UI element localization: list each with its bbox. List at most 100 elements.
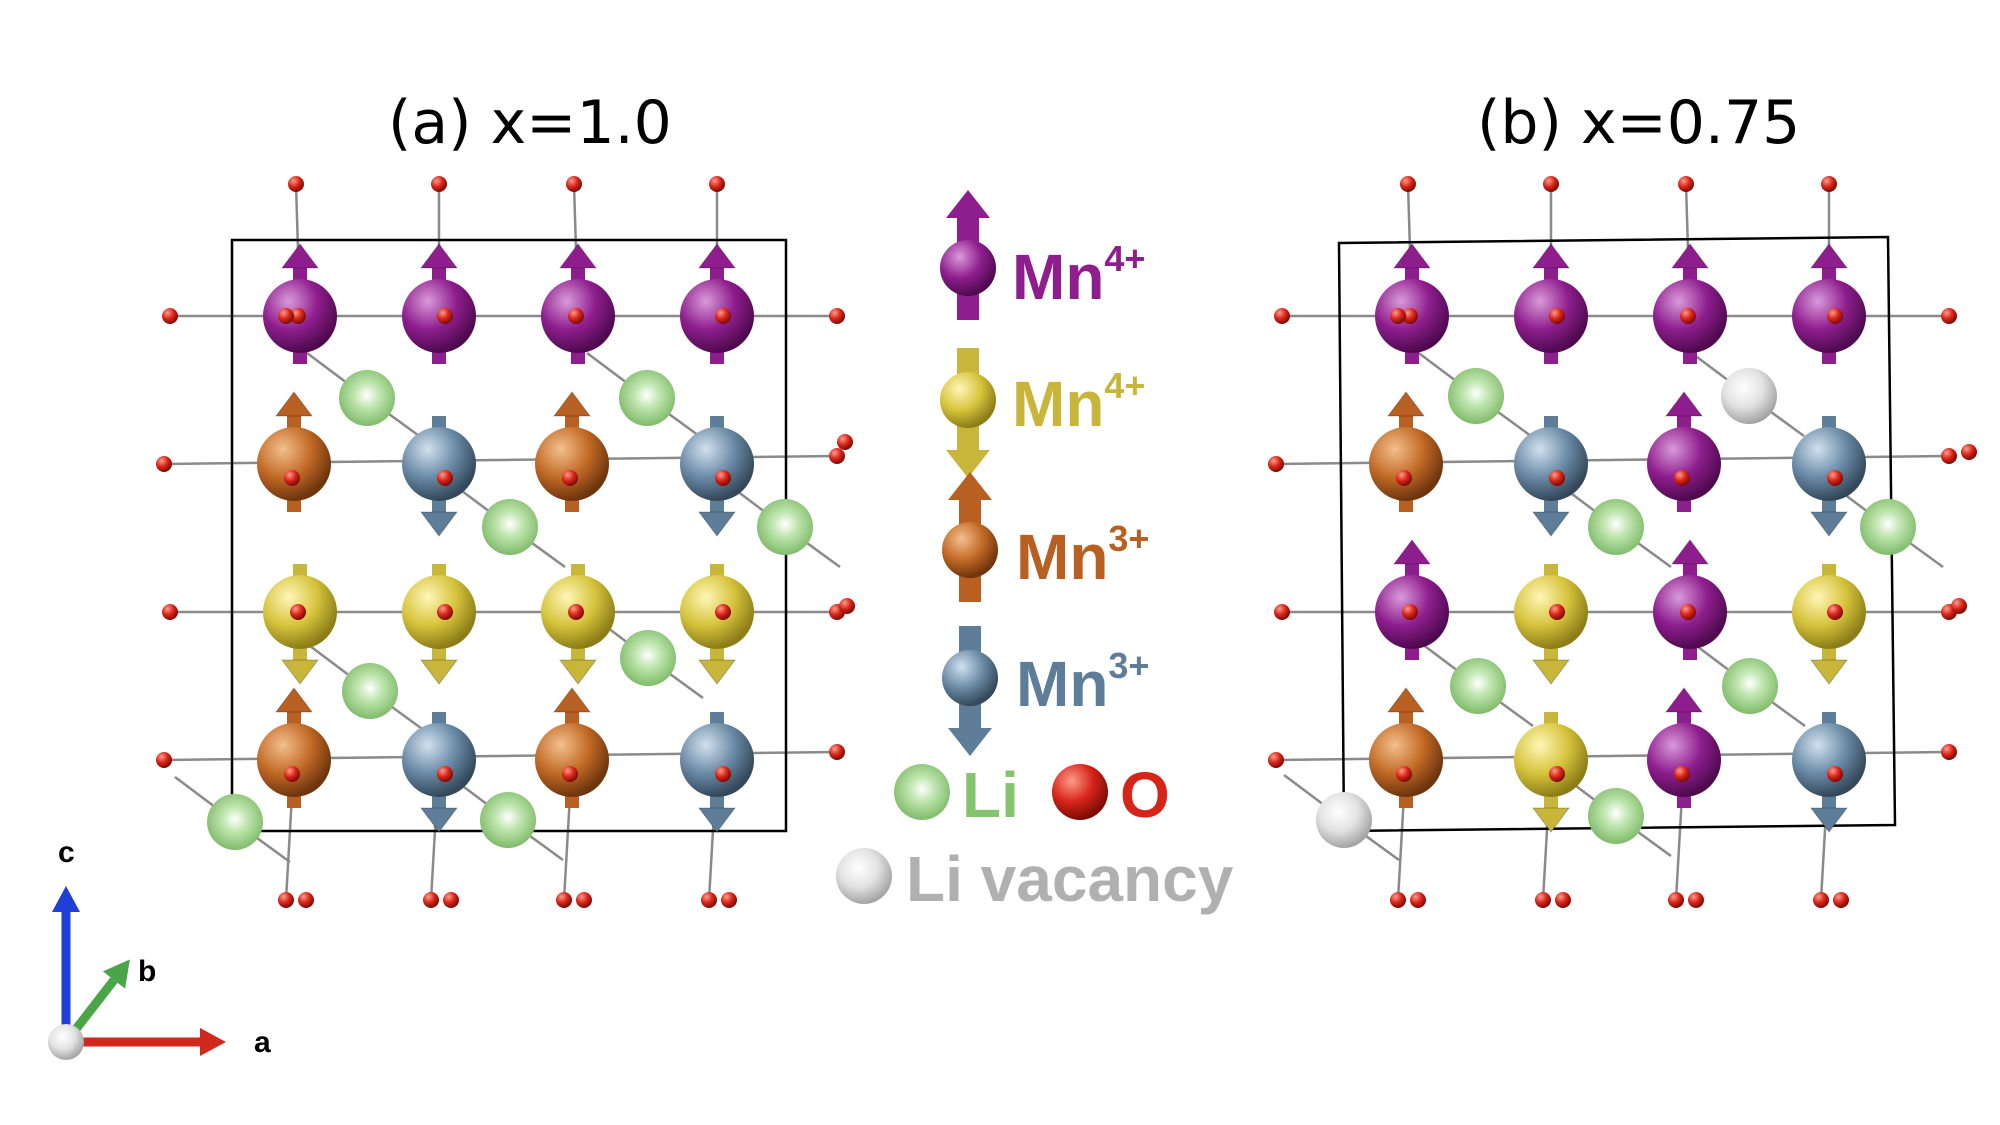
o-atom xyxy=(162,604,178,620)
o-atom xyxy=(1941,744,1957,760)
li-atom xyxy=(339,370,395,426)
arrow-head xyxy=(559,243,597,269)
arrow-head xyxy=(281,243,319,269)
arrow-head xyxy=(1393,243,1431,269)
o-atom xyxy=(715,470,731,486)
arrow-head xyxy=(1810,807,1848,833)
mn-sphere xyxy=(402,723,476,797)
axis-a-label: a xyxy=(254,1026,271,1059)
arrow-head xyxy=(1387,391,1425,417)
mn-atom-mn4-down xyxy=(263,564,337,685)
o-atom xyxy=(437,470,453,486)
o-atom xyxy=(1268,456,1284,472)
legend-mn4-up-label: Mn4+ xyxy=(1012,238,1146,313)
mn-atom-mn3-up xyxy=(257,391,331,512)
o-atom xyxy=(721,892,737,908)
o-atom xyxy=(288,176,304,192)
arrow-head xyxy=(1810,243,1848,269)
o-atom xyxy=(1941,448,1957,464)
mn-atom-mn4-down xyxy=(541,564,615,685)
o-atom xyxy=(1555,892,1571,908)
arrow-head xyxy=(1532,659,1570,685)
li-atom xyxy=(480,792,536,848)
mn-atom-mn4-up xyxy=(1514,243,1588,364)
o-atom xyxy=(1396,470,1412,486)
li-atom xyxy=(757,499,813,555)
arrow-head xyxy=(1532,807,1570,833)
mn-sphere xyxy=(1514,723,1588,797)
o-atom xyxy=(1400,176,1416,192)
arrow-head xyxy=(1532,243,1570,269)
atoms-layer xyxy=(156,176,1977,908)
arrow-head xyxy=(698,659,736,685)
o-atom xyxy=(1549,766,1565,782)
o-atom xyxy=(284,766,300,782)
mn-atom-mn4-up xyxy=(1375,539,1449,660)
mn-atom-mn3-down xyxy=(680,416,754,537)
o-atom xyxy=(839,598,855,614)
o-atom xyxy=(1668,892,1684,908)
mn-atom-mn3-up xyxy=(535,391,609,512)
o-atom xyxy=(568,308,584,324)
legend-o-symbol xyxy=(1052,764,1108,820)
axis-b-label: b xyxy=(138,955,157,988)
mn-atom-mn3-down xyxy=(1792,712,1866,833)
mn-sphere xyxy=(1792,723,1866,797)
o-atom xyxy=(437,308,453,324)
mn-sphere xyxy=(1369,427,1443,501)
o-atom xyxy=(423,892,439,908)
legend-vacancy-symbol xyxy=(836,848,892,904)
o-atom xyxy=(1390,892,1406,908)
arrow-head xyxy=(948,472,992,500)
o-atom xyxy=(437,604,453,620)
o-atom xyxy=(1688,892,1704,908)
mn-atom-mn4-up xyxy=(1375,243,1449,364)
mn-atom-mn3-down xyxy=(402,712,476,833)
o-atom xyxy=(715,308,731,324)
o-atom xyxy=(1674,470,1690,486)
mn-atom-mn3-down xyxy=(1514,416,1588,537)
arrow-head xyxy=(946,450,990,478)
o-atom xyxy=(278,308,294,324)
mn-atom-mn4-up xyxy=(263,243,337,364)
mn-sphere xyxy=(1647,723,1721,797)
arrow-head xyxy=(1810,659,1848,685)
li-atom xyxy=(1588,499,1644,555)
axis-c-arrow xyxy=(52,886,80,1042)
mn-atom-mn4-down xyxy=(1792,564,1866,685)
panel-a-title: (a) x=1.0 xyxy=(388,88,672,158)
li-atom xyxy=(482,499,538,555)
mn-sphere xyxy=(940,240,996,296)
mn-atom-mn4-up xyxy=(541,243,615,364)
legend-mn3-down-label: Mn3+ xyxy=(1016,645,1150,720)
o-atom xyxy=(162,308,178,324)
o-atom xyxy=(1274,308,1290,324)
mn-atom-mn4-up xyxy=(402,243,476,364)
arrow-head xyxy=(1665,687,1703,713)
arrow-head xyxy=(420,659,458,685)
li-atom xyxy=(619,370,675,426)
mn-sphere xyxy=(1514,427,1588,501)
o-atom xyxy=(290,308,306,324)
li-atom xyxy=(1860,499,1916,555)
o-atom xyxy=(1549,604,1565,620)
arrow-head xyxy=(1387,687,1425,713)
o-atom xyxy=(1678,176,1694,192)
li-atom xyxy=(620,630,676,686)
axis-head xyxy=(102,959,130,989)
o-atom xyxy=(437,766,453,782)
unit-cell-a xyxy=(230,238,788,833)
arrow-head xyxy=(946,190,990,218)
mn-sphere xyxy=(535,723,609,797)
mn-sphere xyxy=(535,427,609,501)
o-atom xyxy=(1549,470,1565,486)
mn-atom-mn4-down xyxy=(402,564,476,685)
arrow-head xyxy=(1671,243,1709,269)
o-atom xyxy=(562,766,578,782)
mn-atom-mn3-up xyxy=(1369,687,1443,808)
legend-layer xyxy=(836,190,1108,904)
mn-atom-mn3-down xyxy=(680,712,754,833)
legend-mn4-up-symbol xyxy=(940,190,996,320)
mn-sphere xyxy=(680,427,754,501)
